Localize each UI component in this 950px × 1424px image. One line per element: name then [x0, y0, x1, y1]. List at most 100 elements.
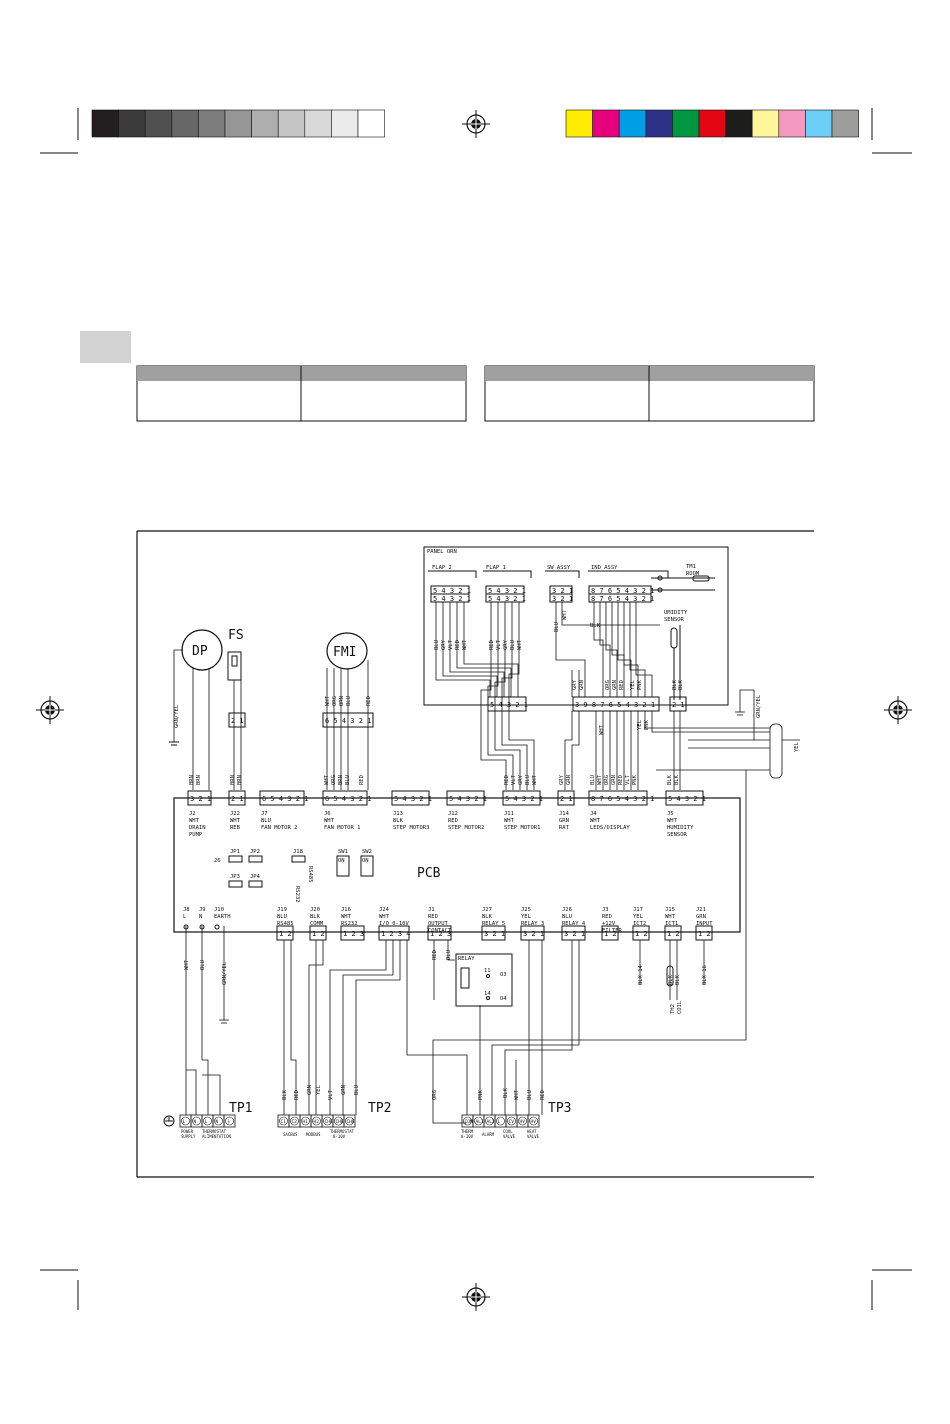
connector-color: WHT [189, 818, 200, 824]
bottom-wire-label: BLU [527, 1090, 533, 1100]
terminal-caption: SACBUS [283, 1132, 298, 1137]
flap2-label: FLAP 2 [432, 565, 452, 571]
sw1-on-label: ON [338, 858, 345, 864]
gray-swatch [304, 109, 332, 138]
relay-label: RELAY [458, 956, 475, 962]
connector-j15-box [664, 925, 682, 941]
connector-color: RED [448, 818, 458, 824]
panel-wire-label: VLT [496, 639, 502, 650]
svg-text:5 4 3 2 1: 5 4 3 2 1 [488, 587, 526, 595]
connector-pins: 1 2 [604, 930, 617, 938]
connector-color: EARTH [214, 914, 231, 920]
terminal-label: HV [531, 1119, 537, 1125]
ind-assy-label: IND ASSY [591, 565, 618, 571]
wire-label: ORG [331, 775, 337, 785]
svg-text:8 7 6 5 4 3 2 1: 8 7 6 5 4 3 2 1 [591, 587, 654, 595]
svg-text:8 7 6 5 4 3 2 1: 8 7 6 5 4 3 2 1 [591, 595, 654, 603]
wire-label: BRN [230, 775, 236, 785]
j18-label: J18 [293, 849, 303, 855]
connector-pins: 5 4 3 2 1 [394, 795, 432, 803]
connector-pins: 5 4 3 2 1 [449, 795, 487, 803]
connector-name: REB [230, 825, 241, 831]
connector-color: BLK [393, 818, 404, 824]
terminal-screw [323, 1116, 332, 1126]
connector-id: J11 [504, 811, 514, 817]
connector-id: J3 [602, 907, 609, 913]
bottom-wire-label: BLK 14 [638, 964, 644, 985]
connector-pins: 1 2 [698, 930, 711, 938]
table-left [136, 365, 467, 422]
terminal-label: N [194, 1119, 197, 1125]
terminal-label: L [183, 1119, 186, 1125]
color-swatch [592, 109, 620, 138]
fan-wire-label: RED [366, 696, 372, 706]
wire-label: BRN [189, 775, 195, 785]
connector-name: ICT1 [665, 921, 678, 927]
panel-wire-label: GRN [612, 680, 618, 690]
terminal [343, 1114, 356, 1128]
terminal-caption: HEAT [527, 1129, 537, 1134]
gray-swatch [144, 109, 173, 138]
color-swatch [751, 109, 780, 138]
connector-name2: SENSOR [667, 832, 688, 838]
ind-assy-connector: IND ASSY 8 7 6 5 4 3 2 1 8 7 6 5 4 3 2 1… [588, 564, 715, 603]
connector-id: J21 [696, 907, 706, 913]
connector-id: J8 [183, 907, 190, 913]
bottom-wire-label: BLK [675, 974, 681, 985]
color-swatch [672, 109, 700, 138]
wire-label: RED [618, 775, 624, 785]
svg-text:5 4 3 2 1: 5 4 3 2 1 [433, 587, 471, 595]
rs485-label: RS485 [307, 866, 313, 883]
connector-pins: 1 2 3 [430, 930, 451, 938]
color-swatch [565, 109, 593, 138]
connector-j7-box [259, 790, 305, 806]
jp4-label: JP4 [250, 874, 261, 880]
humidity-sensor: UMIDITY SENSOR [664, 610, 688, 700]
connector-name: STEP MOTOR1 [504, 825, 540, 831]
wire-label: BLU [345, 775, 351, 785]
svg-text:6 5 4 3 2 1: 6 5 4 3 2 1 [325, 717, 371, 725]
bottom-wire-label: VLT [328, 1089, 334, 1100]
connector-j22-box [228, 790, 246, 806]
connector-j13-box [391, 790, 430, 806]
pcb-label: PCB [417, 866, 441, 881]
connector-name: INPUT [696, 921, 713, 927]
connector-color: WHT [324, 818, 335, 824]
terminal-caption: ALIMENTATION [202, 1134, 231, 1139]
connector-id: J13 [393, 811, 403, 817]
connector-color: WHT [590, 818, 601, 824]
gray-swatch [357, 109, 385, 138]
terminal-caption: 0-10V [333, 1134, 346, 1139]
connector-id: J9 [199, 907, 206, 913]
terminal-label: L [498, 1119, 501, 1125]
connector-color: BLU [562, 914, 572, 920]
gray-swatch [251, 109, 279, 138]
bottom-wire-label: BLK 16 [702, 965, 708, 985]
panel-wire-label: ORG [605, 680, 611, 690]
terminal-label: C2 [292, 1119, 298, 1125]
panel-orn-box [423, 546, 729, 706]
wire-label: BRN [237, 775, 243, 785]
grayscale-color-bar [91, 109, 385, 138]
bottom-wire-label: ORG [432, 1090, 438, 1100]
panel-wire-label: WHT [517, 639, 523, 650]
terminal-caption: POWER [181, 1129, 194, 1134]
connector-id: J20 [310, 907, 320, 913]
relay-pin-o4: O4 [500, 996, 507, 1002]
tp3-label: TP3 [548, 1101, 571, 1116]
connector-j24-box [378, 925, 410, 941]
diagram-frame [136, 530, 814, 1178]
connector-name: DRAIN [189, 825, 206, 831]
terminal-label: CV [509, 1119, 515, 1125]
wire-label: RED [504, 775, 510, 785]
connector-name: FAN MOTOR 1 [324, 825, 360, 831]
panel-wire-label: GRY [441, 639, 447, 650]
coil-label: COIL [677, 1000, 683, 1014]
terminal-screw [181, 1116, 190, 1126]
terminal-screw [485, 1116, 494, 1126]
th2-label: TH2 [670, 1004, 676, 1014]
wire-label: WHT [532, 774, 538, 785]
connector-id: J12 [448, 811, 458, 817]
terminal-label: CHE [347, 1119, 355, 1125]
